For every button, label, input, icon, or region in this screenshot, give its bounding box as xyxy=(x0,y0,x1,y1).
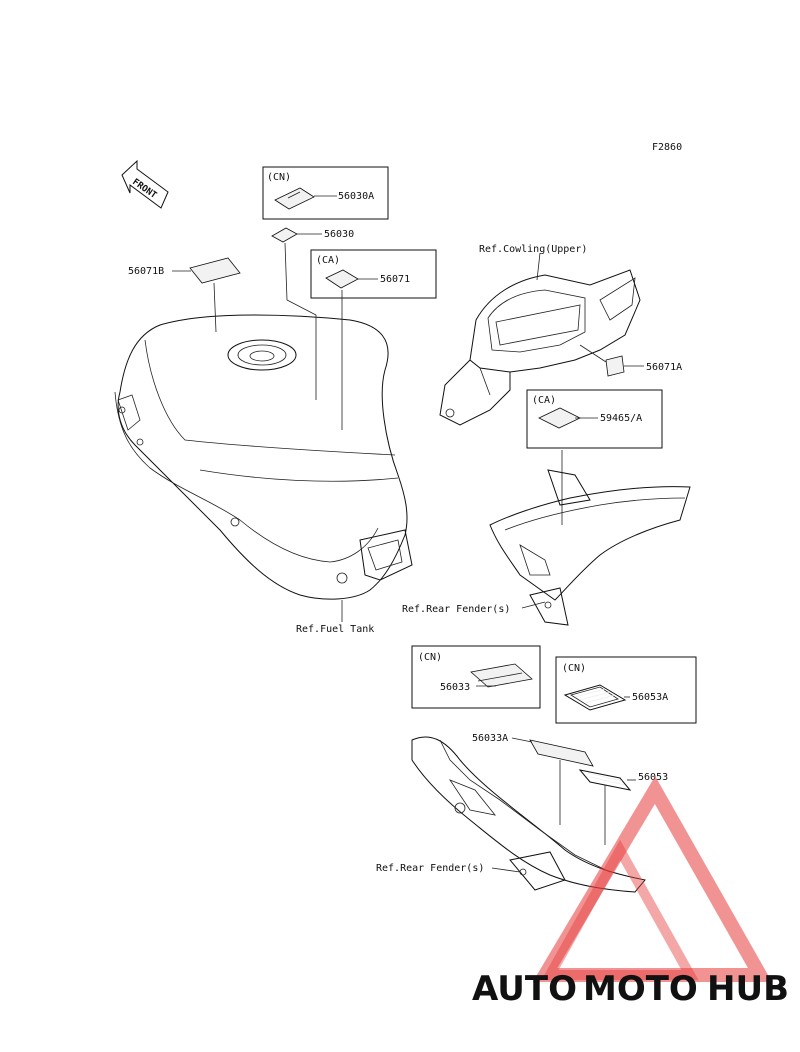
label-56071B: 56071B xyxy=(128,266,164,277)
decal-56033A xyxy=(529,739,594,767)
watermark-logo: AUTO MOTO HUB xyxy=(472,776,789,1009)
label-56071A: 56071A xyxy=(646,362,682,373)
tag-cn-3: (CN) xyxy=(562,663,586,674)
ref-rear-fender-2: Ref.Rear Fender(s) xyxy=(376,863,484,874)
label-56030: 56030 xyxy=(324,229,354,240)
rear-fender-2-drawing xyxy=(411,736,646,893)
figure-code: F2860 xyxy=(652,142,682,153)
tag-ca-2: (CA) xyxy=(532,395,556,406)
front-arrow-icon: FRONT xyxy=(121,159,169,209)
watermark-auto: AUTO xyxy=(472,969,577,1009)
watermark-hub: HUB xyxy=(707,969,789,1009)
rear-fender-1-drawing xyxy=(489,469,691,626)
label-56053A: 56053A xyxy=(632,692,668,703)
decal-56033 xyxy=(470,663,533,688)
ref-rear-fender-1: Ref.Rear Fender(s) xyxy=(402,604,510,615)
tag-cn-1: (CN) xyxy=(267,172,291,183)
ref-cowling-upper: Ref.Cowling(Upper) xyxy=(479,244,587,255)
label-56033A: 56033A xyxy=(472,733,508,744)
box-cn-56030A xyxy=(262,166,389,220)
ref-fuel-tank: Ref.Fuel Tank xyxy=(296,624,374,635)
fuel-tank-drawing xyxy=(114,314,413,600)
tag-cn-2: (CN) xyxy=(418,652,442,663)
tag-ca-1: (CA) xyxy=(316,255,340,266)
decal-56071B xyxy=(189,257,241,284)
decal-56030 xyxy=(271,227,298,243)
box-cn-56053A xyxy=(555,656,697,724)
watermark-moto: MOTO xyxy=(583,969,698,1009)
decal-56053 xyxy=(578,769,632,791)
upper-cowling-drawing xyxy=(439,269,641,426)
decal-56071A xyxy=(605,355,625,377)
front-label: FRONT xyxy=(130,177,158,201)
label-56033: 56033 xyxy=(440,682,470,693)
label-56071: 56071 xyxy=(380,274,410,285)
label-56030A: 56030A xyxy=(338,191,374,202)
decal-56053A xyxy=(563,684,627,711)
label-56053: 56053 xyxy=(638,772,668,783)
label-59465A: 59465/A xyxy=(600,413,642,424)
box-ca-56071 xyxy=(310,249,437,299)
decal-56030A xyxy=(274,187,315,210)
